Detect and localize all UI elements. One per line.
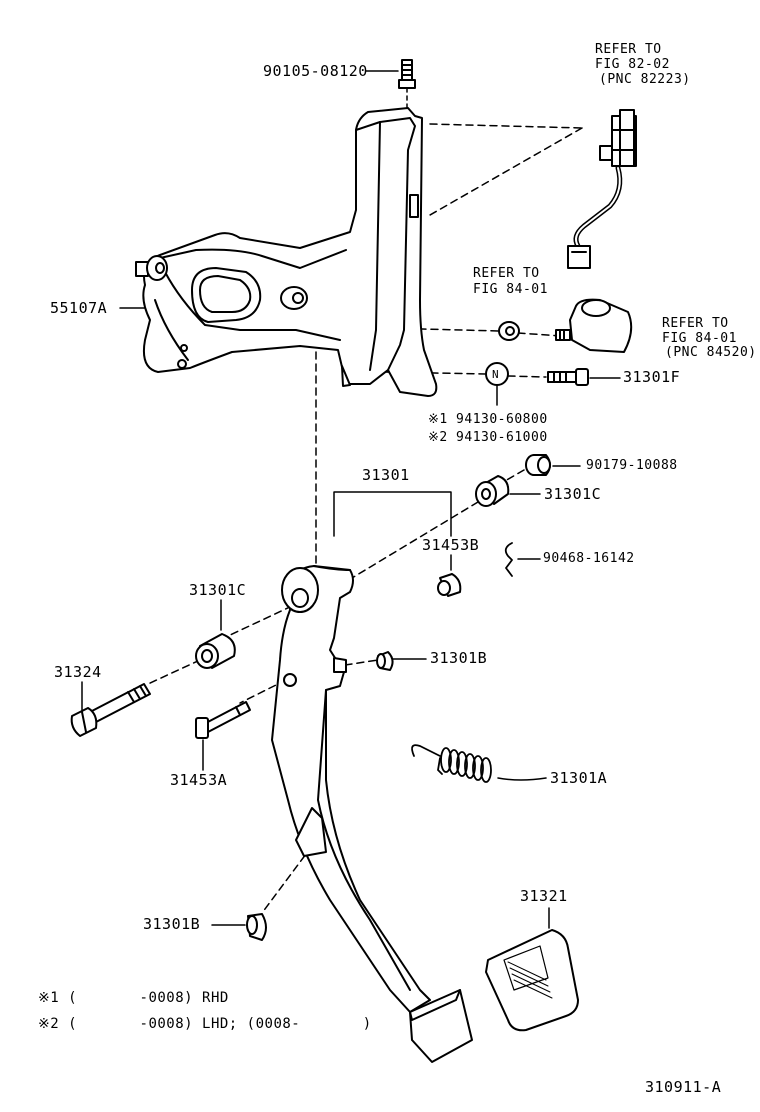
label-clip-90468: 90468-16142	[543, 551, 635, 566]
label-pad-31321: 31321	[520, 887, 568, 905]
pedal-pad-31321	[485, 929, 579, 1032]
label-spring-31301A: 31301A	[550, 769, 608, 787]
footnote-1: ※1 ( -0008) RHD	[38, 990, 229, 1006]
label-bolt-top: 90105-08120	[263, 62, 368, 80]
label-bolt-31324: 31324	[54, 663, 102, 681]
stop-switch-connector	[567, 109, 637, 269]
label-refer-fig84b-line2: FIG 84-01	[662, 331, 737, 346]
label-refer-fig84a-line1: REFER TO	[473, 266, 540, 281]
pin-31453B	[437, 573, 462, 597]
label-bushing-90179: 90179-10088	[586, 458, 678, 473]
collar-31301C-left	[195, 633, 236, 669]
label-refer-fig82-line1: REFER TO	[595, 42, 662, 57]
label-bracket-55107A: 55107A	[50, 299, 108, 317]
clip-90468	[504, 542, 513, 577]
collar-31301C-right	[475, 475, 510, 507]
cushion-31301B-lower	[246, 913, 267, 941]
bracket-stud-left	[135, 255, 168, 281]
pin-31453A	[195, 701, 251, 739]
leader-lines	[81, 70, 621, 929]
label-cushion-31301B-lower: 31301B	[143, 915, 201, 933]
pivot-bolt-31324	[70, 683, 151, 737]
label-assy-31301: 31301	[362, 466, 410, 484]
label-collar-31301C-right: 31301C	[544, 485, 602, 503]
bushing-90179	[525, 454, 551, 476]
label-refer-fig84a-line2: FIG 84-01	[473, 282, 548, 297]
nut-N-mark: N	[492, 368, 500, 381]
label-nut-note1: ※1 94130-60800	[428, 412, 548, 427]
switch-lock-nut	[498, 321, 520, 341]
label-refer-fig84b-line1: REFER TO	[662, 316, 729, 331]
pedal-foot-end	[409, 989, 473, 1063]
label-pin-31453B: 31453B	[422, 536, 480, 554]
return-spring-31301A	[411, 744, 492, 783]
flange-bolt	[398, 59, 416, 115]
label-cushion-31301B-upper: 31301B	[430, 649, 488, 667]
figure-code: 310911-A	[645, 1078, 722, 1096]
pedal-bracket	[135, 107, 438, 397]
clutch-pedal	[271, 565, 431, 1013]
clutch-switch	[555, 298, 633, 353]
footnote-2: ※2 ( -0008) LHD; (0008- )	[38, 1016, 372, 1032]
label-refer-fig84b-line3: (PNC 84520)	[665, 345, 757, 360]
label-pin-31453A: 31453A	[170, 771, 228, 789]
label-nut-note2: ※2 94130-61000	[428, 430, 548, 445]
cushion-31301B-upper	[376, 651, 394, 671]
label-refer-fig82-line3: (PNC 82223)	[599, 72, 691, 87]
stopper-bolt	[547, 368, 589, 386]
stopper-nut	[485, 362, 509, 386]
label-refer-fig82-line2: FIG 82-02	[595, 57, 670, 72]
label-bolt-31301F: 31301F	[623, 368, 681, 386]
label-collar-31301C-left: 31301C	[189, 581, 247, 599]
